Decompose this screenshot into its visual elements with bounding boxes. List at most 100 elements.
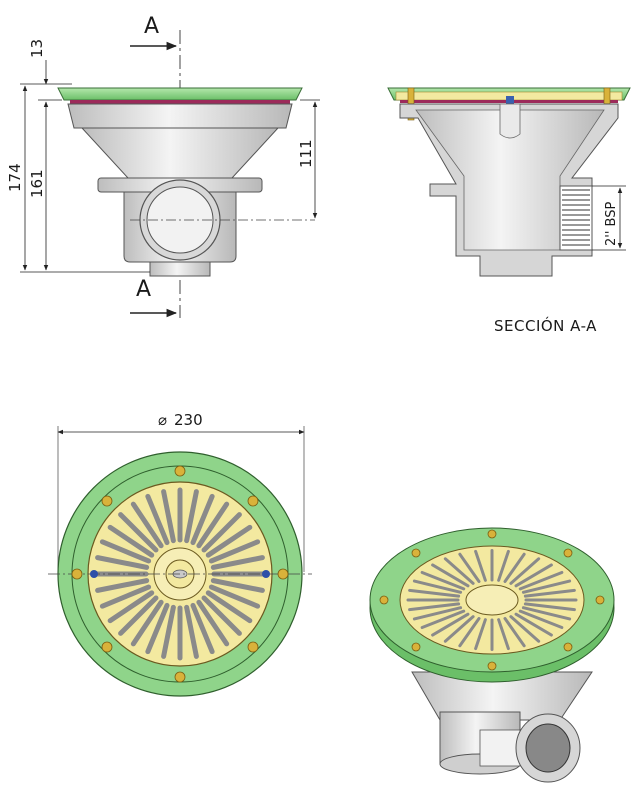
screw-icon — [595, 595, 605, 605]
bottom-spigot — [149, 261, 211, 277]
screw-icon — [563, 642, 573, 652]
grate-slot — [503, 617, 526, 648]
grate-slot — [190, 493, 215, 546]
grate-slot — [431, 563, 470, 588]
screw-icon — [379, 595, 389, 605]
section-center-bolt — [506, 96, 514, 104]
section-center-boss — [499, 103, 521, 139]
grate-slot — [201, 595, 242, 636]
grate-slot — [420, 570, 466, 591]
screw-icon — [247, 495, 259, 507]
grate-slot — [145, 493, 170, 546]
plan-screws — [71, 465, 289, 683]
grate-slot — [145, 602, 170, 655]
section-threaded-outlet — [559, 185, 593, 251]
screw-icon — [101, 641, 113, 653]
dim-label-body-height: 161 — [28, 169, 46, 198]
grate-slot — [118, 595, 159, 636]
section-marker-top: A — [144, 14, 159, 39]
iso-grate-slots — [406, 548, 578, 652]
grate-slot — [514, 563, 553, 588]
screw-icon — [487, 661, 497, 671]
grate-slot — [509, 557, 541, 585]
front-elevation-view: A A 13 174 161 111 — [6, 14, 320, 318]
grate-slot — [431, 612, 470, 637]
grate-slot — [161, 489, 176, 544]
grate-slot — [208, 584, 261, 609]
thread-lines — [562, 189, 590, 246]
grate-slot — [196, 599, 230, 647]
dim-label-thread: 2'' BSP — [604, 202, 619, 246]
grate-slot — [443, 615, 475, 643]
grate-slot — [184, 604, 199, 659]
section-marker-bottom: A — [136, 277, 151, 302]
grate-slot — [130, 501, 164, 549]
grate-slot — [196, 501, 230, 549]
dim-label-diameter: 230 — [174, 411, 203, 429]
screw-icon — [71, 568, 83, 580]
grate-slot — [95, 578, 150, 593]
body-cone — [80, 127, 280, 179]
iso-outlet-thread — [525, 723, 571, 773]
screw-icon — [247, 641, 259, 653]
dim-label-outlet-height: 111 — [297, 139, 315, 168]
gasket — [70, 100, 290, 104]
grate-slot — [205, 524, 253, 558]
grate-slot — [408, 588, 461, 598]
grate-slot — [412, 579, 463, 594]
grate-slot — [503, 552, 526, 583]
grate-slot — [523, 588, 576, 598]
grate-slot — [208, 539, 261, 564]
grate-slot — [458, 617, 481, 648]
screw-icon — [411, 548, 421, 558]
grate-slot — [497, 618, 510, 651]
plan-grate-slots — [93, 487, 267, 661]
grate-slot — [474, 549, 487, 582]
grate-slot — [518, 570, 564, 591]
fixing-bolt-icon — [262, 570, 270, 578]
grate-slot — [201, 512, 242, 553]
grate-slot — [509, 615, 541, 643]
plan-view: ⌀ 230 — [48, 411, 312, 697]
grate-slot — [408, 602, 461, 612]
grate-slot — [521, 606, 572, 621]
screw-icon — [174, 671, 186, 683]
grate-slot — [210, 555, 265, 570]
grate-slot — [107, 524, 155, 558]
dim-label-flange: 13 — [28, 39, 46, 58]
screw-icon — [487, 529, 497, 539]
grate-slot — [161, 604, 176, 659]
grate-slot — [412, 606, 463, 621]
section-title: SECCIÓN A-A — [494, 316, 597, 335]
grate-slot — [210, 578, 265, 593]
screw-icon — [277, 568, 289, 580]
grate-slot — [184, 489, 199, 544]
iso-screws — [379, 529, 605, 671]
grate-slot — [514, 612, 553, 637]
screw-icon — [411, 642, 421, 652]
grate-slot — [99, 539, 152, 564]
support-ring — [67, 103, 293, 129]
grate-slot — [130, 599, 164, 647]
section-view: 2'' BSP SECCIÓN A-A — [387, 87, 631, 335]
dim-label-overall-height: 174 — [6, 163, 24, 192]
screw-icon — [101, 495, 113, 507]
grate-slot — [95, 555, 150, 570]
grate-slot — [205, 590, 253, 624]
grate-slot — [99, 584, 152, 609]
grate-slot — [118, 512, 159, 553]
screw-icon — [563, 548, 573, 558]
grate-slot — [497, 549, 510, 582]
iso-grate-hub — [465, 584, 519, 616]
screw-icon — [174, 465, 186, 477]
grate-slot — [190, 602, 215, 655]
grate-slot — [521, 579, 572, 594]
grate-slot — [420, 609, 466, 630]
grate-slot — [443, 557, 475, 585]
iso-outlet-barrel — [479, 729, 521, 767]
grate-slot — [523, 602, 576, 612]
grate-slot — [107, 590, 155, 624]
grate-slot — [458, 552, 481, 583]
fixing-bolt-icon — [90, 570, 98, 578]
